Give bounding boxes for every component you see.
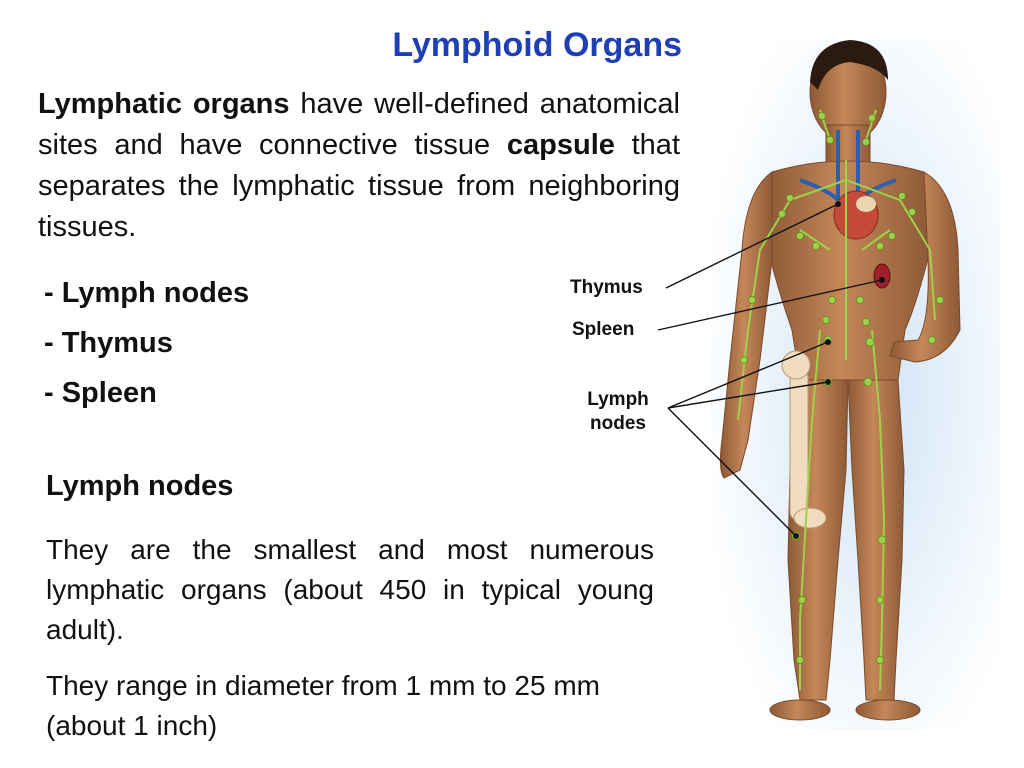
label-thymus: Thymus	[570, 277, 643, 298]
intro-text-1: have well-defined anatomical sites and h…	[38, 88, 680, 161]
label-spleen: Spleen	[572, 319, 635, 340]
intro-paragraph: Lymphatic organs have well-defined anato…	[38, 84, 680, 248]
paragraph-1: They are the smallest and most numerous …	[46, 534, 654, 645]
lymphatic-system-illustration	[710, 40, 1000, 730]
label-lymph-nodes-line2: nodes	[590, 413, 646, 434]
slide-title: Lymphoid Organs	[392, 26, 682, 64]
term-capsule: capsule	[506, 129, 615, 161]
spleen-organ	[873, 263, 891, 289]
hair	[810, 40, 888, 90]
bullet-lymph-nodes: - Lymph nodes	[44, 277, 250, 309]
section-title: Lymph nodes	[46, 470, 234, 502]
paragraph-2: They range in diameter from 1 mm to 25 m…	[46, 670, 600, 741]
bullet-spleen: - Spleen	[44, 377, 157, 409]
intro-text-2: that separates the lymphatic tissue from…	[38, 129, 680, 243]
term-lymphatic-organs: Lymphatic organs	[38, 88, 290, 120]
label-lymph-nodes: Lymph nodes	[578, 388, 658, 436]
bullet-thymus: - Thymus	[44, 327, 173, 359]
label-lymph-nodes-line1: Lymph	[587, 389, 649, 410]
organ-list: - Lymph nodes - Thymus - Spleen	[44, 272, 344, 422]
